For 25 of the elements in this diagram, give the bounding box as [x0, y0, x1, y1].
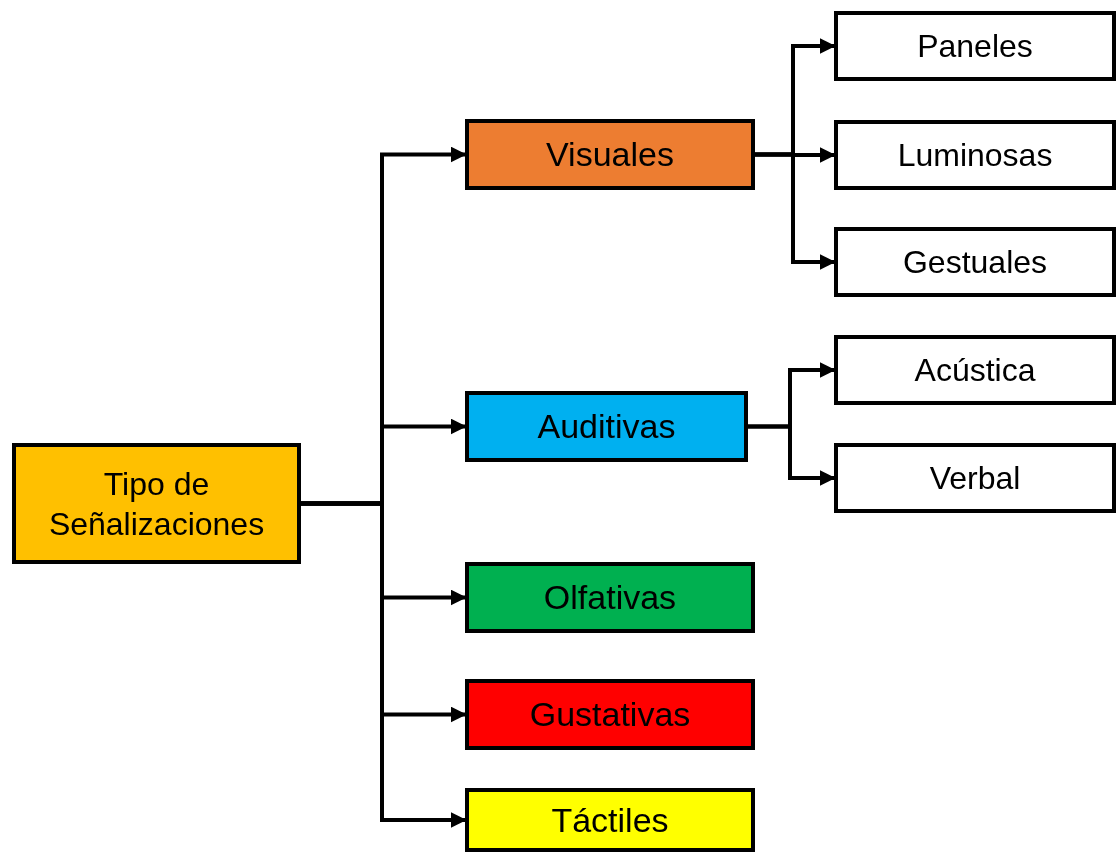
node-label: Gustativas: [529, 694, 691, 736]
arrow: [748, 424, 836, 486]
node-label: Visuales: [546, 134, 674, 176]
node-label: Gestuales: [902, 243, 1048, 282]
category-box: [465, 562, 755, 633]
node-label: Auditivas: [537, 406, 676, 448]
node-label: Verbal: [929, 459, 1021, 498]
category-box: [465, 788, 755, 852]
category-box: [834, 11, 1116, 81]
category-box: [834, 227, 1116, 297]
arrow: [301, 501, 467, 828]
category-box: [834, 120, 1116, 190]
category-box: [12, 443, 301, 564]
node-label: Paneles: [917, 27, 1033, 66]
arrow: [755, 152, 836, 270]
category-box: [465, 119, 755, 190]
category-box: [465, 391, 748, 462]
category-box: [834, 443, 1116, 513]
node-label: Luminosas: [897, 136, 1053, 175]
category-box: [465, 679, 755, 750]
node-label: Acústica: [914, 351, 1036, 390]
category-box: [834, 335, 1116, 405]
node-label: Tipo de Señalizaciones: [47, 464, 266, 544]
node-label: Táctiles: [551, 799, 669, 841]
node-label: Olfativas: [543, 577, 677, 619]
